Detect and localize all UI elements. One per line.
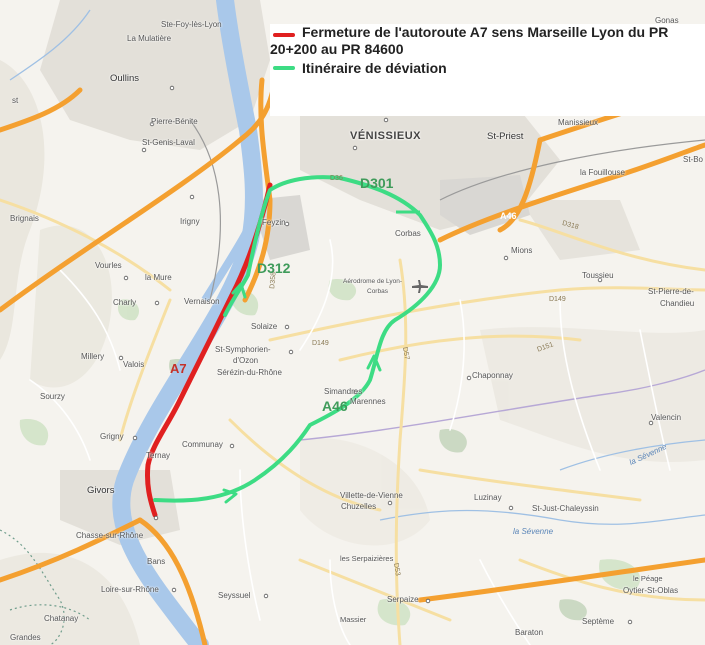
place-label: Massier <box>340 615 367 624</box>
place-label: Sérézin-du-Rhône <box>217 368 282 377</box>
place-label: Chatanay <box>44 614 79 623</box>
minor-roads <box>29 239 671 645</box>
road-label: D149 <box>549 296 566 303</box>
place-label: Chuzelles <box>341 502 377 511</box>
place-label: Gonas <box>655 16 679 25</box>
place-label: Villette-de-Vienne <box>340 491 403 500</box>
airport-icon <box>412 280 428 293</box>
place-label: St-Bo <box>683 155 704 164</box>
place-label: Oullins <box>110 73 140 84</box>
place-label: les Serpaizières <box>340 554 394 563</box>
legend-swatch-closure <box>273 33 295 37</box>
place-label: La Mulatière <box>127 34 172 43</box>
place-label: Mions <box>511 246 533 255</box>
admin-border <box>299 369 705 441</box>
place-label: Communay <box>182 440 223 449</box>
place-label: St-Pierre-de- <box>648 287 694 296</box>
urban-areas <box>40 0 640 545</box>
place-label: Valois <box>123 360 145 369</box>
place-label: Serpaize <box>387 595 419 604</box>
road-label: D36 <box>330 175 343 182</box>
boundaries <box>0 529 91 645</box>
minor-rivers <box>9 9 705 525</box>
place-label: St-Genis-Laval <box>142 138 195 147</box>
river-label: la Sévenne <box>513 527 554 536</box>
place-label: Chaponnay <box>472 371 513 380</box>
legend-label-closure: Fermeture de l'autoroute A7 sens Marseil… <box>302 24 669 40</box>
place-label: d'Ozon <box>233 356 259 365</box>
place-label: Oytier-St-Oblas <box>623 586 679 595</box>
terrain-shading <box>0 60 705 645</box>
route-label-a46: A46 <box>322 398 348 414</box>
place-label: le Péage <box>633 574 663 583</box>
place-label: St-Just-Chaleyssin <box>532 504 599 513</box>
legend-label-detour: Itinéraire de déviation <box>302 60 447 76</box>
map-legend: Fermeture de l'autoroute A7 sens Marseil… <box>270 24 705 116</box>
place-label: Septème <box>582 617 615 626</box>
place-label: Corbas <box>395 229 421 238</box>
place-label: Aérodrome de Lyon- <box>343 278 403 285</box>
legend-label-closure-line2: 20+200 au PR 84600 <box>270 41 404 57</box>
place-label: Grandes <box>10 633 41 642</box>
place-label: Irigny <box>180 217 200 226</box>
place-label: Feyzin <box>262 218 286 227</box>
place-label: Vourles <box>95 261 122 270</box>
road-label: D149 <box>312 340 329 347</box>
place-label: Solaize <box>251 322 278 331</box>
place-label: VÉNISSIEUX <box>350 130 422 142</box>
place-label: la Fouillouse <box>580 168 625 177</box>
place-label: Givors <box>87 485 115 496</box>
place-label: Bans <box>147 557 166 566</box>
place-label: Marennes <box>350 397 386 406</box>
place-label: Grigny <box>100 432 124 441</box>
place-label: Brignais <box>10 214 39 223</box>
place-label: Luzinay <box>474 493 502 502</box>
legend-swatch-detour <box>273 66 295 70</box>
place-label: St-Symphorien- <box>215 345 271 354</box>
route-label-d301: D301 <box>360 175 394 191</box>
place-label: St-Priest <box>487 131 524 142</box>
place-label: Toussieu <box>582 271 614 280</box>
closure-route <box>145 182 273 518</box>
place-label: Ternay <box>146 451 171 460</box>
place-label: Corbas <box>367 288 388 295</box>
place-label: Vernaison <box>184 297 220 306</box>
place-label: Valencin <box>651 413 682 422</box>
place-label: Millery <box>81 352 105 361</box>
place-label: Manissieux <box>558 118 599 127</box>
place-label: Pierre-Bénite <box>151 117 198 126</box>
place-label: Sourzy <box>40 392 65 401</box>
route-label-d312: D312 <box>257 260 291 276</box>
secondary-roads <box>0 198 705 645</box>
detour-route <box>153 175 442 503</box>
place-label: Baraton <box>515 628 544 637</box>
place-label: Charly <box>113 298 137 307</box>
detour-arrows <box>222 282 382 504</box>
place-markers <box>118 85 654 625</box>
place-label: Seyssuel <box>218 591 251 600</box>
place-label: la Mure <box>145 273 172 282</box>
place-label: st <box>12 96 19 105</box>
road-label: A46 <box>500 211 517 221</box>
place-label: Loire-sur-Rhône <box>101 585 159 594</box>
route-label-a7: A7 <box>170 361 187 376</box>
place-label: Chandieu <box>660 299 695 308</box>
place-label: Ste-Foy-lès-Lyon <box>161 20 222 29</box>
railways <box>189 119 705 301</box>
place-label: Chasse-sur-Rhône <box>76 531 144 540</box>
place-label: Simandres <box>324 387 363 396</box>
